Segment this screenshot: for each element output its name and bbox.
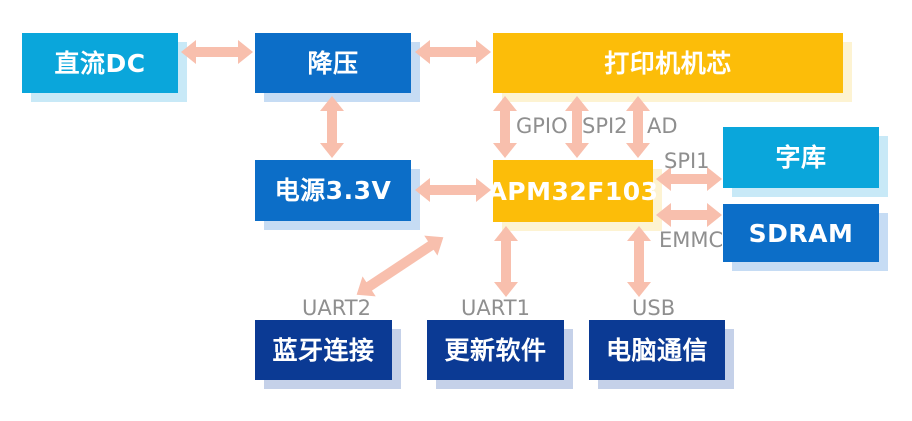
bus-label-ad: AD bbox=[647, 114, 678, 138]
bus-label-usb: USB bbox=[632, 296, 676, 320]
arrow-buck-printer-icon bbox=[415, 40, 491, 64]
arrow-mcu-update-uart1-icon bbox=[494, 226, 518, 297]
arrow-dc-buck-icon bbox=[181, 40, 253, 64]
arrow-mcu-printer-gpio-icon bbox=[493, 96, 517, 158]
node-dc-input: 直流DC bbox=[22, 33, 178, 93]
arrow-mcu-printer-ad-icon bbox=[626, 96, 650, 158]
node-pc-communication: 电脑通信 bbox=[589, 320, 725, 380]
bus-label-spi1: SPI1 bbox=[664, 149, 710, 173]
arrow-power-mcu-icon bbox=[415, 178, 491, 202]
node-mcu-apm32f103: APM32F103 bbox=[487, 160, 658, 222]
node-font-library: 字库 bbox=[723, 127, 879, 188]
node-software-update: 更新软件 bbox=[427, 320, 564, 380]
arrow-mcu-font-spi1-icon bbox=[656, 167, 722, 191]
arrow-mcu-printer-spi2-icon bbox=[565, 96, 589, 158]
node-sdram: SDRAM bbox=[723, 204, 879, 262]
arrow-mcu-pc-usb-icon bbox=[627, 226, 651, 297]
bus-label-emmc: EMMC bbox=[659, 228, 724, 252]
node-printer-mechanism: 打印机机芯 bbox=[493, 33, 843, 93]
node-power-3v3: 电源3.3V bbox=[255, 160, 411, 221]
node-bluetooth: 蓝牙连接 bbox=[255, 320, 392, 380]
arrow-mcu-bluetooth-uart2-icon bbox=[350, 227, 450, 305]
arrow-mcu-sdram-emmc-icon bbox=[656, 203, 722, 227]
arrow-buck-power-icon bbox=[320, 96, 344, 158]
bus-label-uart2: UART2 bbox=[302, 296, 371, 320]
node-buck-converter: 降压 bbox=[255, 33, 411, 93]
bus-label-spi2: SPI2 bbox=[582, 114, 628, 138]
bus-label-uart1: UART1 bbox=[461, 296, 530, 320]
bus-label-gpio: GPIO bbox=[516, 114, 568, 138]
